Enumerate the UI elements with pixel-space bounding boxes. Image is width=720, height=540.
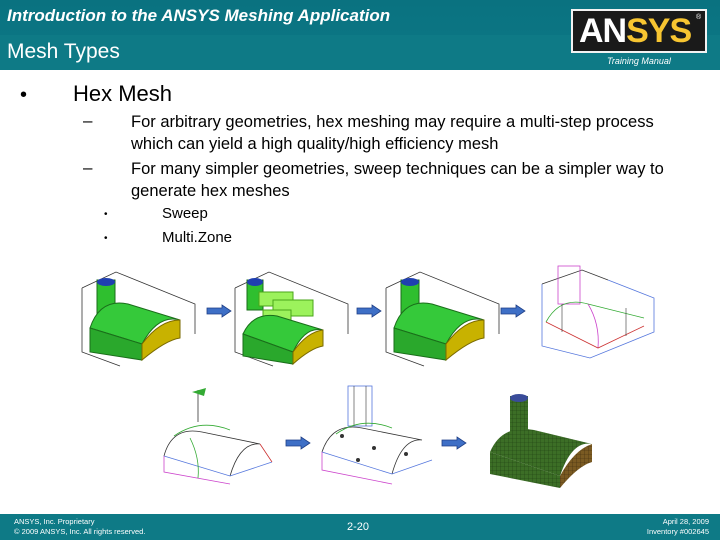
ansys-logo: ANSYS ® [571,9,707,53]
footer-proprietary: ANSYS, Inc. Proprietary [14,517,95,526]
registered-mark: ® [696,14,702,21]
dash-bullet: – [83,111,93,130]
footer-bar: ANSYS, Inc. Proprietary © 2009 ANSYS, In… [0,514,720,540]
footer-copyright: ANSYS, Inc. Proprietary © 2009 ANSYS, In… [14,517,145,537]
footer-rights: © 2009 ANSYS, Inc. All rights reserved. [14,527,146,536]
geometry-figure-2 [234,271,349,367]
wireframe-figure-6 [321,385,433,485]
training-manual-label: Training Manual [607,56,671,66]
header-bar: Introduction to the ANSYS Meshing Applic… [0,0,720,70]
page-number: 2-20 [347,521,370,533]
list-item: For many simpler geometries, sweep techn… [131,160,664,200]
arrow-right-icon [356,304,382,318]
small-bullet: • [104,233,108,244]
footer-date: April 28, 2009 [662,517,709,526]
geometry-figure-3 [385,271,500,367]
arrow-right-icon [500,304,526,318]
bullet: • [20,84,28,106]
wireframe-figure-4 [541,265,655,359]
geometry-figure-1 [81,271,196,367]
small-bullet: • [104,209,108,220]
hex-mesh-figure-7 [490,394,592,488]
footer-date-inventory: April 28, 2009 Inventory #002645 [647,517,709,537]
footer-inventory: Inventory #002645 [646,527,709,536]
header-title: Introduction to the ANSYS Meshing Applic… [7,6,391,25]
arrow-right-icon [285,436,311,450]
sub-item-multizone: Multi.Zone [162,229,233,246]
sub-item-sweep: Sweep [162,205,208,222]
list-item: For arbitrary geometries, hex meshing ma… [131,113,654,153]
dash-bullet: – [83,158,93,177]
arrow-right-icon [206,304,232,318]
section-title: Mesh Types [7,40,120,63]
wireframe-figure-5 [163,388,273,485]
ansys-logo-text: ANSYS [579,12,692,50]
arrow-right-icon [441,436,467,450]
heading-hex-mesh: Hex Mesh [73,81,173,106]
